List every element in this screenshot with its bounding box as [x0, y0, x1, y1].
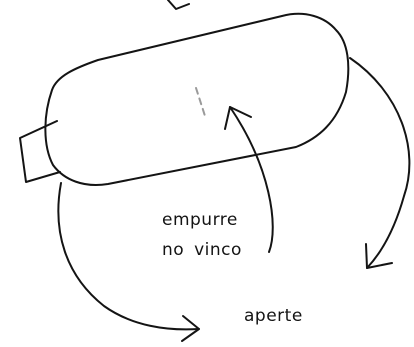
arrow-push-curve — [229, 106, 274, 253]
crease-mark — [195, 87, 206, 117]
label-empurre: empurre — [162, 210, 238, 230]
tube-nozzle — [19, 120, 61, 183]
arrow-right-head — [365, 243, 393, 269]
arrow-squeeze-curve — [57, 182, 200, 331]
arrow-push-head — [224, 106, 252, 130]
label-no-vinco: no vinco — [162, 240, 242, 260]
label-aperte: aperte — [244, 306, 303, 326]
arrow-right-curve — [349, 57, 411, 269]
arrow-squeeze-head — [181, 315, 200, 342]
tube-body — [44, 12, 350, 186]
top-arrow-fragment — [167, 0, 190, 10]
